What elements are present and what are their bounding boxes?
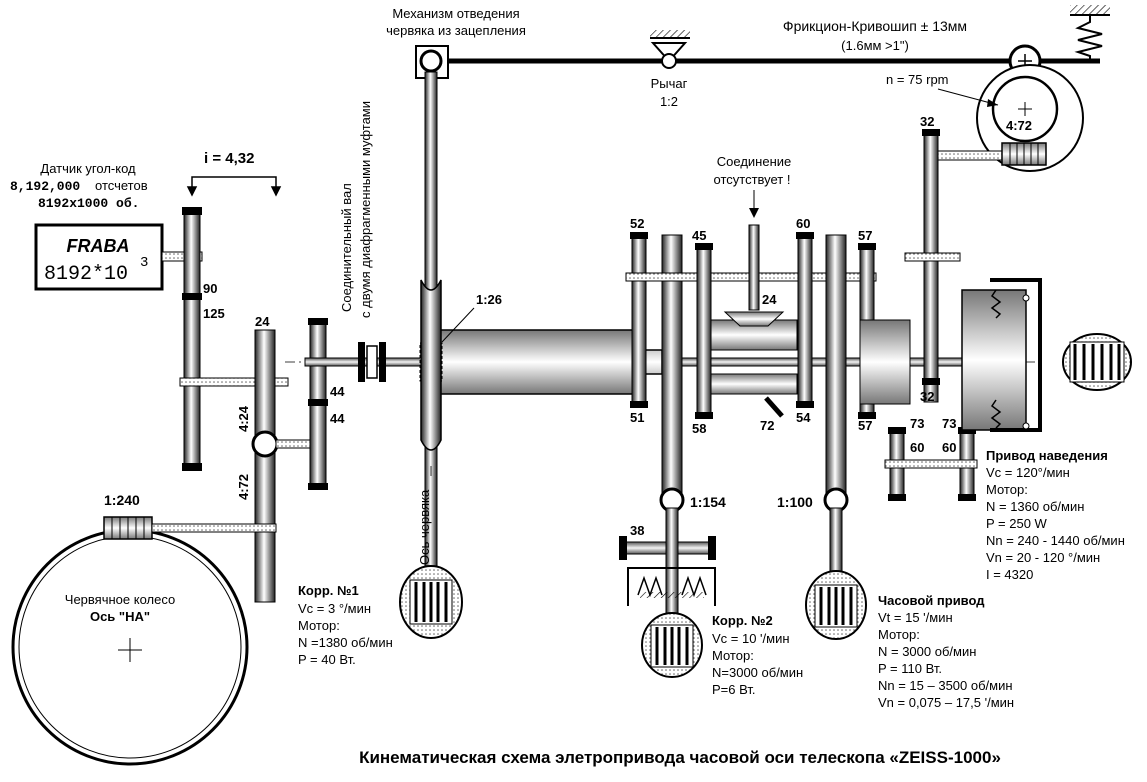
worm-wheel-line-2: Ось "НА" bbox=[90, 609, 150, 624]
gear-44a: 44 bbox=[330, 384, 345, 399]
differential-block bbox=[625, 129, 1042, 513]
fraba-exp: 3 bbox=[140, 255, 148, 271]
rpm-label: n = 75 rpm bbox=[886, 72, 949, 87]
clock-line-5: Nn = 15 – 3500 об/мин bbox=[878, 678, 1013, 693]
worm-axis bbox=[420, 71, 442, 583]
pointing-line-2: Мотор: bbox=[986, 482, 1028, 497]
corr2-line-2: Мотор: bbox=[712, 648, 754, 663]
pointing-line-6: Vn = 20 - 120 °/мин bbox=[986, 550, 1100, 565]
corr-2-mechanism bbox=[619, 507, 716, 678]
corr2-title: Корр. №2 bbox=[712, 613, 773, 628]
gear-57a: 57 bbox=[858, 228, 872, 243]
gear-44b: 44 bbox=[330, 411, 345, 426]
clock-line-6: Vn = 0,075 – 17,5 '/мин bbox=[878, 695, 1014, 710]
gear-45: 45 bbox=[692, 228, 706, 243]
motor-pointing bbox=[1062, 333, 1132, 391]
corr2-line-1: Vc = 10 '/мин bbox=[712, 631, 790, 646]
fraba-brand: FRABA bbox=[67, 236, 130, 256]
ratio-arrow bbox=[186, 176, 282, 197]
corr1-line-2: Мотор: bbox=[298, 618, 340, 633]
gear-32a: 32 bbox=[920, 114, 934, 129]
ratio-1-100: 1:100 bbox=[777, 494, 813, 510]
friction-line-2: (1.6мм >1") bbox=[841, 38, 909, 53]
corr2-line-3: N=3000 об/мин bbox=[712, 665, 803, 680]
sensor-caption-3: 8192x1000 об. bbox=[38, 196, 139, 211]
gear-60c: 60 bbox=[942, 440, 956, 455]
gear-90-125 bbox=[182, 207, 202, 471]
diagram-title: Кинематическая схема элетропривода часов… bbox=[359, 748, 1001, 767]
ratio-4-72-top: 4:72 bbox=[1006, 118, 1032, 133]
eccentric-worm bbox=[934, 142, 1047, 166]
gear-24a: 24 bbox=[255, 314, 270, 329]
gear-60a: 60 bbox=[796, 216, 810, 231]
corr2-line-4: P=6 Вт. bbox=[712, 682, 755, 697]
gear-51: 51 bbox=[630, 410, 644, 425]
gear-73a: 73 bbox=[910, 416, 924, 431]
gear-57b: 57 bbox=[858, 418, 872, 433]
gear-73b: 73 bbox=[942, 416, 956, 431]
gear-90: 90 bbox=[203, 281, 217, 296]
retract-label-2: червяка из зацепления bbox=[386, 23, 526, 38]
motor-corr-1 bbox=[399, 565, 463, 639]
clock-line-1: Vt = 15 '/мин bbox=[878, 610, 953, 625]
ratio-4-24: 4:24 bbox=[236, 405, 251, 432]
motor-clock-drive bbox=[805, 507, 867, 640]
retract-label-1: Механизм отведения bbox=[392, 6, 519, 21]
ratio-1-240: 1:240 bbox=[104, 492, 140, 508]
sensor-caption-2-num: 8,192,000 bbox=[10, 179, 80, 194]
lever-ratio: 1:2 bbox=[660, 94, 678, 109]
pointing-line-3: N = 1360 об/мин bbox=[986, 499, 1084, 514]
gear-24b: 24 bbox=[762, 292, 777, 307]
shaft-24 bbox=[179, 377, 289, 387]
lever-label: Рычаг bbox=[651, 76, 688, 91]
gear-44 bbox=[308, 318, 328, 490]
no-conn-1: Соединение bbox=[717, 154, 792, 169]
gear-24-left bbox=[251, 329, 325, 603]
corr1-title: Корр. №1 bbox=[298, 583, 359, 598]
pointing-line-1: Vc = 120°/мин bbox=[986, 465, 1070, 480]
gear-52: 52 bbox=[630, 216, 644, 231]
clock-line-2: Мотор: bbox=[878, 627, 920, 642]
ratio-4-72-left: 4:72 bbox=[236, 474, 251, 500]
gear-72: 72 bbox=[760, 418, 774, 433]
gear-58: 58 bbox=[692, 421, 706, 436]
shaft-label-1: Соединительный вал bbox=[339, 183, 354, 312]
ratio-i: i = 4,32 bbox=[204, 150, 254, 167]
corr1-line-4: P = 40 Вт. bbox=[298, 652, 356, 667]
corr1-line-3: N =1380 об/мин bbox=[298, 635, 393, 650]
pointing-title: Привод наведения bbox=[986, 448, 1108, 463]
shaft-label-2: с двумя диафрагменными муфтами bbox=[358, 101, 373, 318]
pointing-line-4: P = 250 W bbox=[986, 516, 1048, 531]
fraba-value: 8192*10 bbox=[44, 263, 128, 286]
worm-axis-label: Ось червяка bbox=[417, 489, 432, 565]
no-conn-2: отсутствует ! bbox=[714, 172, 791, 187]
clock-line-3: N = 3000 об/мин bbox=[878, 644, 976, 659]
clock-line-4: P = 110 Вт. bbox=[878, 661, 942, 676]
friction-line-1: Фрикцион-Кривошип ± 13мм bbox=[783, 18, 967, 34]
pointing-line-5: Nn = 240 - 1440 об/мин bbox=[986, 533, 1125, 548]
sensor-caption-2-txt: отсчетов bbox=[95, 178, 148, 193]
gear-125: 125 bbox=[203, 306, 225, 321]
worm-wheel bbox=[11, 516, 277, 766]
gear-54: 54 bbox=[796, 410, 811, 425]
fraba-encoder bbox=[34, 223, 203, 291]
pointing-line-7: I = 4320 bbox=[986, 567, 1033, 582]
ratio-1-26-leader bbox=[441, 307, 475, 343]
sensor-caption-1: Датчик угол-код bbox=[40, 161, 136, 176]
ratio-1-154: 1:154 bbox=[690, 494, 726, 510]
ratio-1-26: 1:26 bbox=[476, 292, 502, 307]
gear-60b: 60 bbox=[910, 440, 924, 455]
gear-38: 38 bbox=[630, 523, 644, 538]
worm-wheel-line-1: Червячное колесо bbox=[65, 592, 175, 607]
gear-32b: 32 bbox=[920, 389, 934, 404]
corr1-line-1: Vc = 3 °/мин bbox=[298, 601, 371, 616]
top-linkage bbox=[415, 5, 1110, 79]
clock-title: Часовой привод bbox=[878, 593, 985, 608]
